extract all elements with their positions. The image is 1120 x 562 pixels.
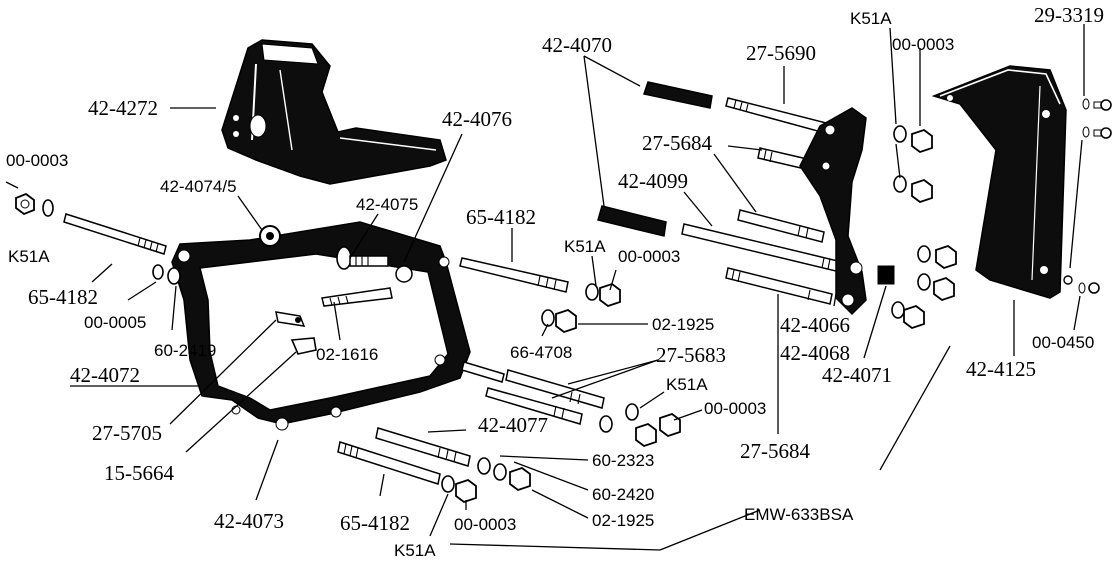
part-27-5684-bottom-stud [725, 267, 833, 305]
part-42-4272-cover [221, 39, 447, 185]
label-60-2420: 60-2420 [592, 485, 654, 504]
label-00-0003-bottom: 00-0003 [454, 515, 516, 534]
leader-lines [5, 24, 1085, 551]
part-29-3319-screws [1082, 98, 1112, 139]
part-66-4708-washer-nut [541, 308, 577, 334]
part-lower-washers-nuts [599, 403, 681, 448]
label-42-4075: 42-4075 [356, 195, 418, 214]
label-65-4182-left: 65-4182 [28, 285, 98, 309]
part-left-nut-00-0003 [15, 192, 35, 216]
label-k51a-mid: K51A [564, 237, 606, 256]
label-42-4068: 42-4068 [780, 341, 850, 365]
label-60-2323: 60-2323 [592, 451, 654, 470]
part-washers-00-0005-60-2419 [152, 264, 181, 285]
label-65-4182-bottom: 65-4182 [340, 511, 410, 535]
label-emw-633bsa: EMW-633BSA [744, 505, 854, 524]
part-02-1616-screw [321, 287, 393, 307]
label-60-2419: 60-2419 [154, 341, 216, 360]
label-k51a-right: K51A [850, 9, 892, 28]
part-left-washer-k51a [42, 199, 54, 217]
part-mid-washer-nut [585, 282, 621, 308]
label-00-0005: 00-0005 [84, 313, 146, 332]
label-00-0003-right: 00-0003 [892, 35, 954, 54]
label-k51a-bottom: K51A [394, 541, 436, 560]
part-42-4070-spacers [597, 81, 713, 237]
label-15-5664: 15-5664 [104, 461, 174, 485]
label-42-4272: 42-4272 [88, 96, 158, 120]
part-left-stud-65-4182 [63, 213, 167, 255]
label-k51a-left: K51A [8, 247, 50, 266]
label-02-1616: 02-1616 [316, 345, 378, 364]
part-bottom-washers-nuts [441, 457, 531, 504]
part-right-washers-nuts [877, 125, 957, 330]
label-42-4076: 42-4076 [442, 107, 512, 131]
label-42-4071: 42-4071 [822, 363, 892, 387]
label-00-0003-left: 00-0003 [6, 151, 68, 170]
label-27-5684-top: 27-5684 [642, 131, 712, 155]
part-27-5683-studs [461, 361, 605, 425]
label-27-5705: 27-5705 [92, 421, 162, 445]
part-42-4072-frame [171, 221, 471, 431]
label-00-0003-mid: 00-0003 [618, 247, 680, 266]
label-66-4708: 66-4708 [510, 343, 572, 362]
label-02-1925-mid: 02-1925 [652, 315, 714, 334]
label-00-0450: 00-0450 [1032, 333, 1094, 352]
part-42-4077-stud [375, 427, 471, 467]
label-27-5690: 27-5690 [746, 41, 816, 65]
part-mid-stud-65-4182 [459, 257, 569, 293]
label-27-5683: 27-5683 [656, 343, 726, 367]
part-42-4074-5 [259, 225, 281, 247]
part-42-4075-bolt [336, 246, 413, 283]
label-65-4182-mid: 65-4182 [466, 205, 536, 229]
part-27-5705-clevis [275, 311, 306, 327]
label-00-0003-lower: 00-0003 [704, 399, 766, 418]
label-42-4066: 42-4066 [780, 313, 850, 337]
label-k51a-lower: K51A [666, 375, 708, 394]
label-42-4070: 42-4070 [542, 33, 612, 57]
label-27-5684-bottom: 27-5684 [740, 439, 810, 463]
label-42-4125: 42-4125 [966, 357, 1036, 381]
label-42-4077: 42-4077 [478, 413, 548, 437]
part-bottom-stud-65-4182 [337, 441, 441, 485]
label-42-4099: 42-4099 [618, 169, 688, 193]
label-42-4073: 42-4073 [214, 509, 284, 533]
part-mid-short-bolt [737, 209, 825, 243]
label-29-3319: 29-3319 [1034, 3, 1104, 27]
part-00-0450-screws [1063, 275, 1100, 294]
part-42-4066-bracket [799, 107, 867, 316]
label-42-4072: 42-4072 [70, 363, 140, 387]
label-42-4074-5: 42-4074/5 [160, 177, 237, 196]
label-02-1925-bottom: 02-1925 [592, 511, 654, 530]
part-15-5664-nipple [290, 337, 317, 355]
part-42-4125-cover [931, 65, 1067, 299]
